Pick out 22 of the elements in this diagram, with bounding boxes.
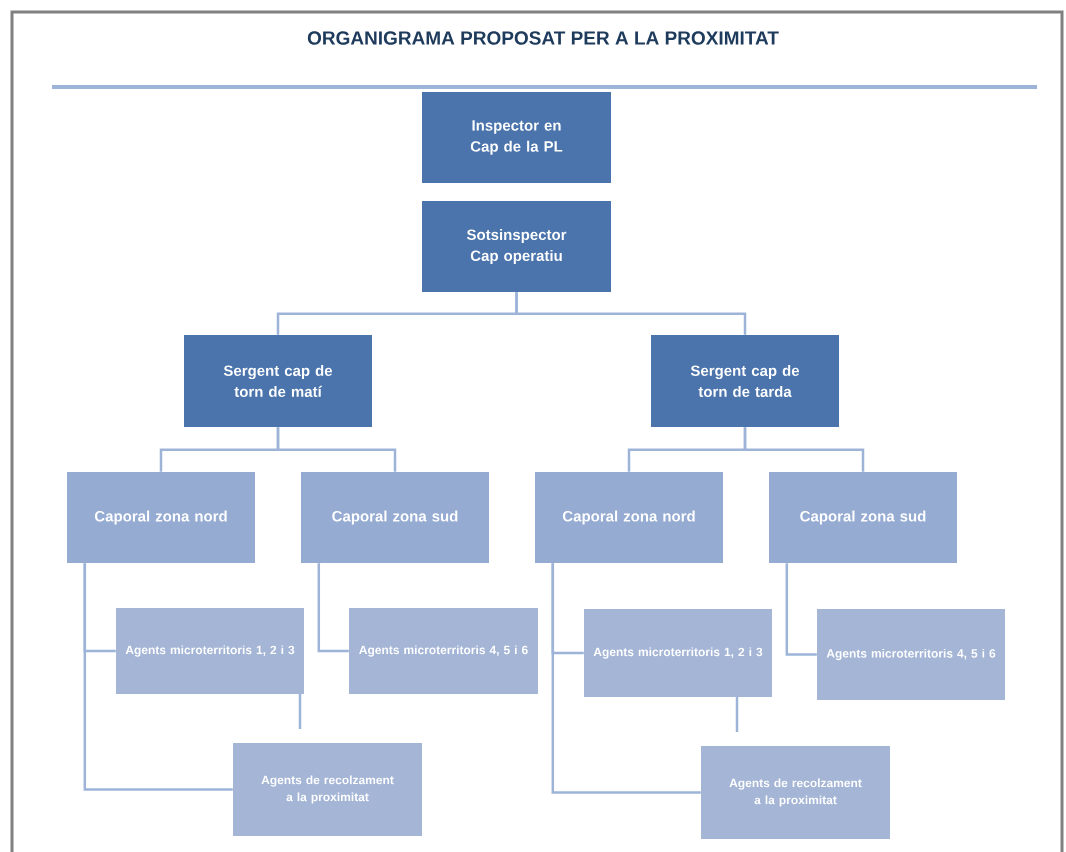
position-box: Caporal zona nord [67,472,255,563]
position-box: Sotsinspector Cap operatiu [422,201,611,292]
connector-line [551,563,701,794]
position-box: Agents microterritoris 4, 5 i 6 [817,609,1005,700]
position-box: Agents microterritoris 4, 5 i 6 [349,608,538,694]
connector-line [276,427,397,472]
position-box: Agents microterritoris 1, 2 i 3 [584,609,772,697]
title: ORGANIGRAMA PROPOSAT PER A LA PROXIMITAT [307,31,779,45]
position-box: Agents de recolzament a la proximitat [233,743,422,836]
position-box: Caporal zona nord [535,472,723,563]
connector-line [317,563,349,653]
connector-line [785,563,817,656]
position-box: Caporal zona sud [769,472,957,563]
connector-line [743,427,865,472]
position-box: Caporal zona sud [301,472,489,563]
position-box: Sergent cap de torn de matí [184,335,372,427]
position-box: Agents de recolzament a la proximitat [701,746,890,839]
connector-line [83,563,233,791]
connector-line [515,292,747,335]
position-box: Inspector en Cap de la PL [422,92,611,183]
position-box: Sergent cap de torn de tarda [651,335,839,427]
position-box: Agents microterritoris 1, 2 i 3 [116,608,304,694]
